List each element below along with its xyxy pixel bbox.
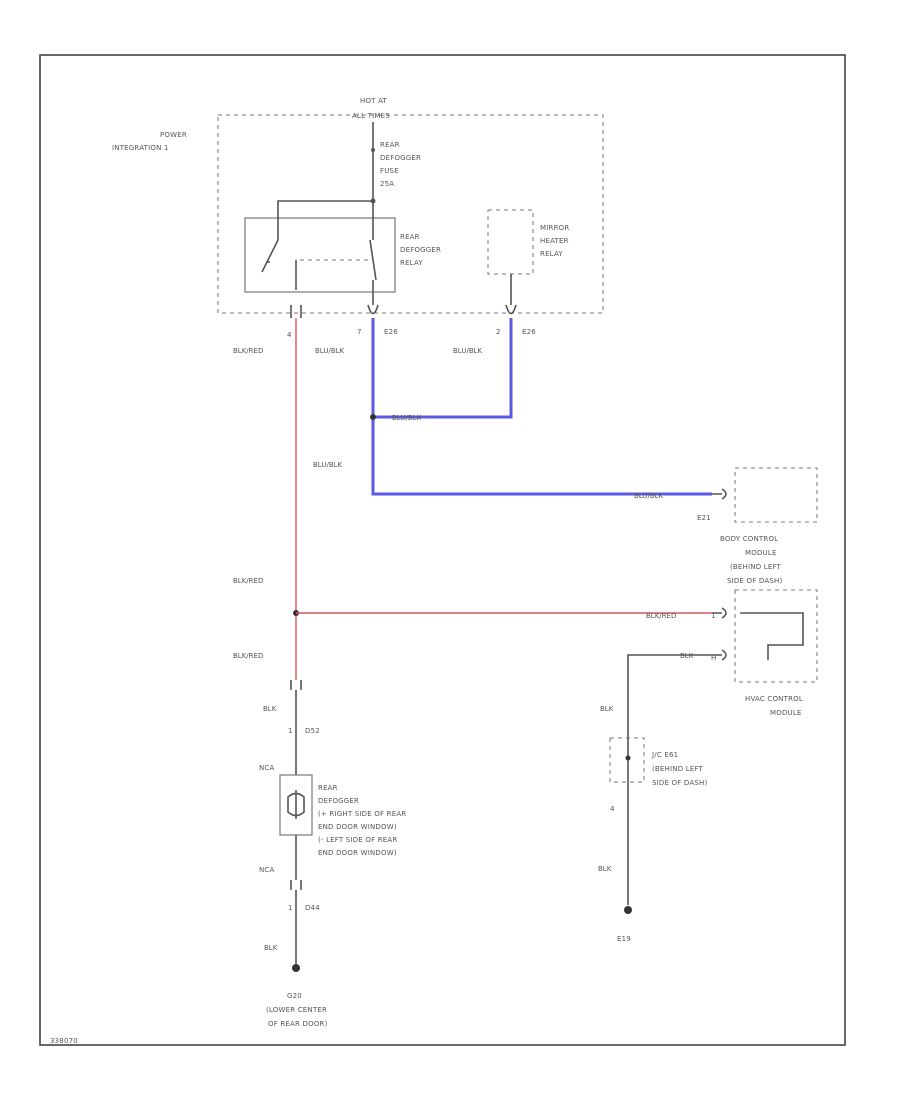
fuse-label-4: 25A (380, 180, 394, 188)
rear-defogger-label-4: END DOOR WINDOW) (318, 823, 397, 831)
connector-pin-2 (505, 304, 517, 315)
g20-label-2: (LOWER CENTER (266, 1006, 327, 1014)
wire-label-blk-red-3: BLK/RED (646, 612, 676, 620)
d44-pin-label: 1 (288, 904, 293, 912)
hvac-connector-h (712, 649, 727, 661)
rear-defogger-label-6: END DOOR WINDOW) (318, 849, 397, 857)
relay-label-3: RELAY (400, 259, 423, 267)
power-integration-label-1: POWER (160, 131, 187, 139)
bcm-connector (712, 488, 727, 500)
jc-label-1: J/C E61 (651, 751, 678, 759)
d52-pin-label: 1 (288, 727, 293, 735)
relay-label-1: REAR (400, 233, 420, 241)
jc-label-3: SIDE OF DASH) (652, 779, 707, 787)
d52-label: D52 (305, 727, 320, 735)
hvac-pin-h-label: H (711, 654, 716, 662)
all-times-label: ALL TIMES (352, 112, 390, 120)
wire-label-blu-blk-2: BLU/BLK (453, 347, 483, 355)
fuse-label-1: REAR (380, 141, 400, 149)
footer-code: 338070 (50, 1037, 78, 1045)
hvac-internal-wire (740, 612, 804, 660)
pin-2-label: 2 (496, 328, 501, 336)
rear-defogger-label-5: (- LEFT SIDE OF REAR (318, 836, 397, 844)
relay-switch-lower (266, 260, 297, 290)
mirror-relay-label-3: RELAY (540, 250, 563, 258)
mirror-relay-label-1: MIRROR (540, 224, 569, 232)
e21-label: E21 (697, 514, 711, 522)
rear-defogger-heater-symbol (287, 790, 305, 819)
hot-at-label: HOT AT (360, 97, 388, 105)
d44-label: D44 (305, 904, 320, 912)
blu-blk-wire-1 (371, 318, 712, 496)
junction-dot-e61 (625, 755, 631, 761)
hvac-control-module-box (734, 589, 818, 683)
e26-label-b: E26 (522, 328, 536, 336)
power-integration-label-2: INTEGRATION 1 (112, 144, 169, 152)
wire-label-blu-blk-4: BLU/BLK (313, 461, 343, 469)
g20-label-1: G20 (287, 992, 302, 1000)
ground-g20 (292, 964, 300, 972)
rear-defogger-relay-box (244, 217, 396, 293)
wire-label-blk-4: BLK (263, 705, 277, 713)
wire-label-blk-1: BLK (680, 652, 694, 660)
bcm-label-3: (BEHIND LEFT (730, 563, 782, 571)
mirror-heater-relay-box (487, 209, 534, 275)
g20-label-3: OF REAR DOOR) (268, 1020, 328, 1028)
wire-label-blk-5: BLK (264, 944, 278, 952)
connector-pin-7 (367, 304, 379, 315)
fuse-top-dot (371, 148, 375, 152)
relay-feed-wire (277, 200, 373, 240)
relay-coil (369, 201, 377, 305)
wire-label-blu-blk-5: BLU/BLK (634, 492, 664, 500)
wire-label-blk-red-4: BLK/RED (233, 652, 263, 660)
hvac-pin-1-label: 1 (711, 612, 716, 620)
mirror-relay-label-2: HEATER (540, 237, 569, 245)
pin-7-label: 7 (357, 328, 362, 336)
hvac-blk-wire (627, 654, 712, 905)
hvac-label-1: HVAC CONTROL (745, 695, 803, 703)
wire-label-blk-red-1: BLK/RED (233, 347, 263, 355)
wire-label-blk-red-2: BLK/RED (233, 577, 263, 585)
d44-connector (290, 880, 302, 890)
relay-switch (261, 239, 279, 273)
wire-label-blk-3: BLK (598, 865, 612, 873)
relay-label-2: DEFOGGER (400, 246, 441, 254)
nca-top-label: NCA (259, 764, 275, 772)
diagram-frame (39, 54, 846, 1046)
blu-blk-wire-2 (373, 318, 513, 419)
wire-label-blk-2: BLK (600, 705, 614, 713)
bcm-label-1: BODY CONTROL (720, 535, 778, 543)
hvac-label-2: MODULE (770, 709, 802, 717)
wire-label-blu-blk-3: BLU/BLK (392, 414, 422, 422)
jc-label-2: (BEHIND LEFT (652, 765, 704, 773)
body-control-module-box (734, 467, 818, 523)
blu-blk-splice (370, 414, 376, 420)
bcm-label-4: SIDE OF DASH) (727, 577, 782, 585)
nca-bottom-label: NCA (259, 866, 275, 874)
ground-e19 (624, 906, 632, 914)
connector-pin-4 (290, 305, 302, 318)
d52-connector (290, 680, 302, 690)
e26-label-a: E26 (384, 328, 398, 336)
hvac-connector-1 (712, 607, 727, 619)
rear-defogger-label-1: REAR (318, 784, 338, 792)
pin-4-label: 4 (287, 331, 292, 339)
rear-defogger-label-3: (+ RIGHT SIDE OF REAR (318, 810, 406, 818)
jc-pin-4-label: 4 (610, 805, 615, 813)
e19-label: E19 (617, 935, 631, 943)
power-integration-box (217, 114, 604, 314)
fuse-label-2: DEFOGGER (380, 154, 421, 162)
rear-defogger-label-2: DEFOGGER (318, 797, 359, 805)
bcm-label-2: MODULE (745, 549, 777, 557)
wire-label-blu-blk-1: BLU/BLK (315, 347, 345, 355)
junction-connector-e61 (609, 737, 645, 783)
fuse-label-3: FUSE (380, 167, 399, 175)
